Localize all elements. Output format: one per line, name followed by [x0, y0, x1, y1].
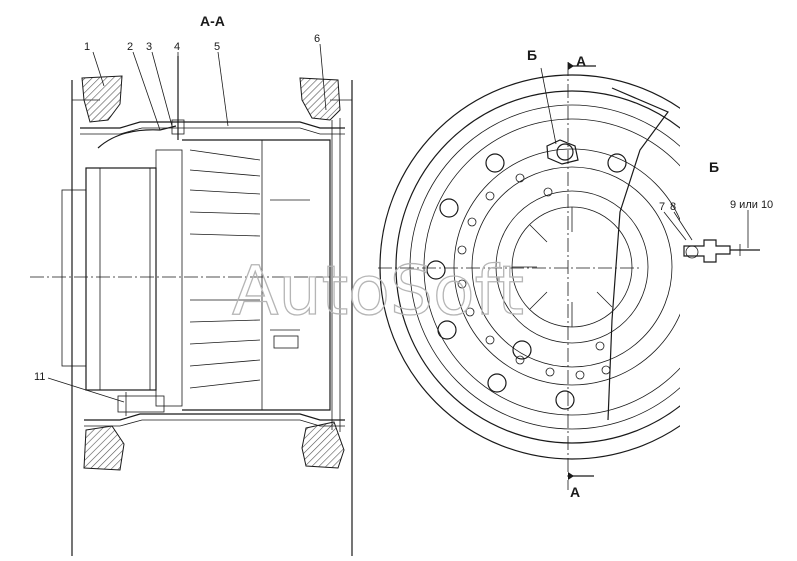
callout-9-or-10: 9 или 10: [730, 199, 773, 211]
callout-7: 7: [659, 201, 665, 213]
view-letter-top: Б: [527, 47, 537, 63]
valve-bolt-bottom: [117, 395, 165, 413]
autosoft-watermark: AutoSoft: [232, 252, 524, 331]
wheel-bolts-inner: [457, 173, 611, 380]
callout-2: 2: [127, 41, 133, 53]
rim-top: [80, 121, 345, 129]
section-marker-bottom: А: [570, 484, 580, 500]
leader-lines-left: [47, 43, 327, 403]
section-title: А-А: [200, 13, 225, 29]
cooling-fins: [189, 149, 261, 389]
hub-drum: [85, 167, 157, 391]
callout-1: 1: [84, 41, 90, 53]
wheel-bolts-outer: [426, 153, 627, 410]
tyre-section-top-left: [81, 75, 123, 123]
hub-flange: [61, 189, 87, 367]
hub-spokes: [512, 207, 613, 327]
section-a-a-view: [30, 43, 353, 556]
detail-b-view: [663, 210, 760, 263]
callout-3: 3: [146, 41, 152, 53]
rim-bottom: [84, 413, 345, 421]
valve-detail: [683, 239, 731, 263]
tyre-section-top-right: [299, 77, 341, 121]
tyre-section-bottom-right: [301, 421, 345, 469]
tyre-section-bottom-left: [83, 425, 125, 471]
valve-fitting: [556, 143, 574, 161]
callout-6: 6: [314, 33, 320, 45]
brake-drum: [182, 139, 331, 411]
callout-5: 5: [214, 41, 220, 53]
callout-4: 4: [174, 41, 180, 53]
section-marker-top: А: [576, 53, 586, 69]
cut-edge: [607, 87, 669, 421]
view-letter-detail: Б: [709, 159, 719, 175]
callout-8: 8: [670, 201, 676, 213]
callout-11: 11: [34, 371, 45, 383]
